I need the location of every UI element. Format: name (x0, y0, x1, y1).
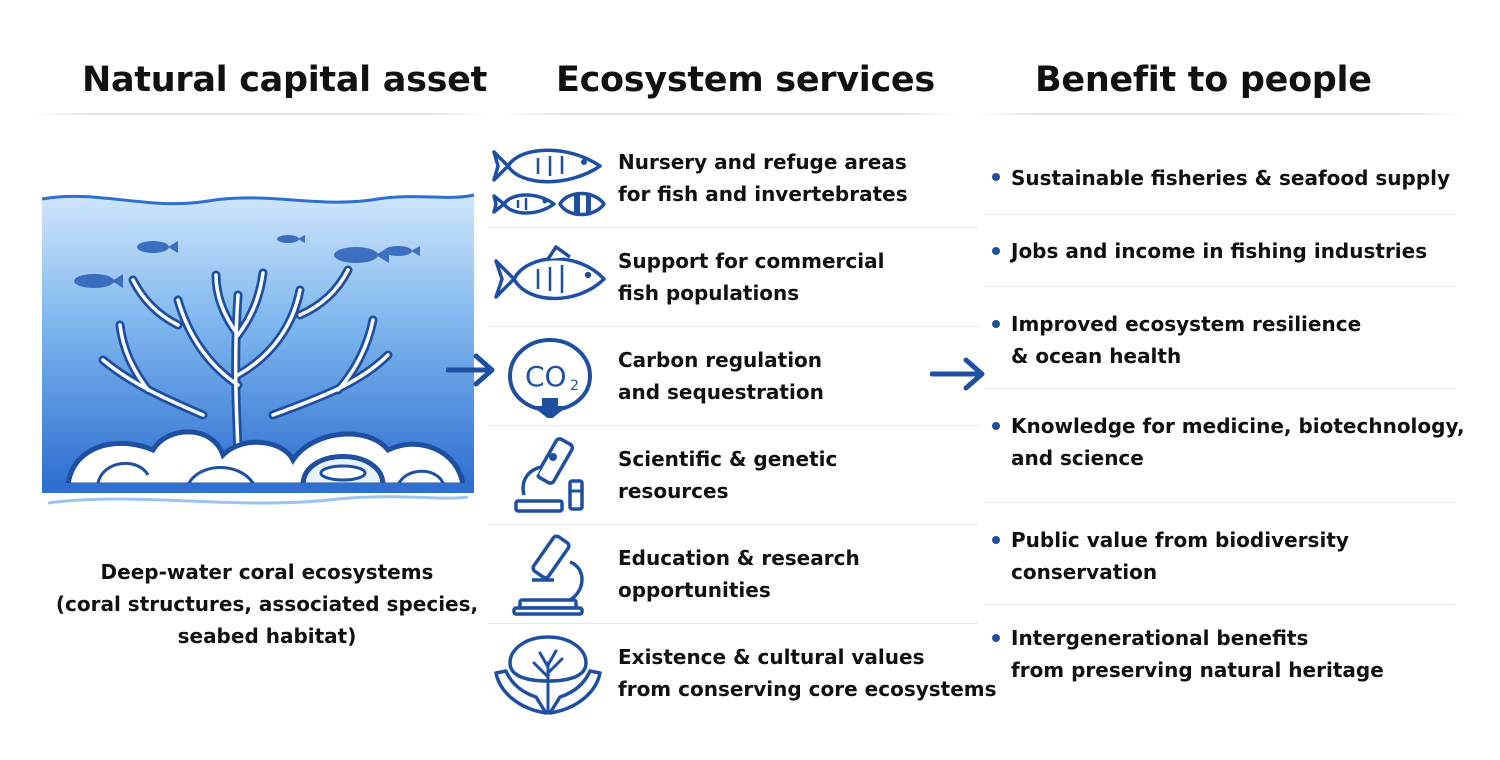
fish-icon (494, 245, 606, 301)
benefit-item: Public value from biodiversity conservat… (985, 502, 1475, 604)
service-text: Nursery and refuge areas for fish and in… (618, 146, 908, 210)
benefit-line: from preserving natural heritage (1011, 658, 1384, 682)
services-title-divider (500, 113, 960, 115)
service-line: Support for commercial (618, 248, 885, 273)
benefit-item: Intergenerational benefits from preservi… (985, 604, 1475, 704)
benefit-text: Public value from biodiversity conservat… (1011, 524, 1349, 588)
coral-reef-illustration (38, 185, 478, 525)
benefit-item: Improved ecosystem resilience & ocean he… (985, 286, 1475, 388)
service-text: Existence & cultural values from conserv… (618, 641, 997, 705)
service-line: from conserving core ecosystems (618, 676, 997, 701)
fish-group-icon (492, 148, 606, 217)
benefit-text: Jobs and income in fishing industries (1011, 235, 1427, 267)
arrow-right-icon (930, 357, 985, 391)
benefit-line: Public value from biodiversity (1011, 528, 1349, 552)
benefit-line: and science (1011, 446, 1144, 470)
services-list: Nursery and refuge areas for fish and in… (488, 128, 1008, 722)
asset-caption-line: seabed habitat) (177, 624, 357, 648)
benefits-column-title: Benefit to people (1035, 60, 1372, 100)
service-line: Education & research (618, 545, 860, 570)
benefit-item: Jobs and income in fishing industries (985, 214, 1475, 286)
benefit-item: Sustainable fisheries & seafood supply (985, 140, 1475, 214)
service-item: Support for commercial fish populations (488, 227, 1008, 326)
benefit-line: Improved ecosystem resilience (1011, 312, 1362, 336)
service-item: Existence & cultural values from conserv… (488, 623, 1008, 722)
benefit-line: Knowledge for medicine, biotechnology, (1011, 414, 1465, 438)
service-line: Nursery and refuge areas (618, 149, 907, 174)
asset-caption-line: Deep-water coral ecosystems (100, 560, 434, 584)
benefit-line: Sustainable fisheries & seafood supply (1011, 166, 1451, 190)
service-item: Nursery and refuge areas for fish and in… (488, 128, 1008, 227)
bullet-icon (992, 320, 1000, 328)
service-text: Education & research opportunities (618, 542, 860, 606)
service-item: Scientific & genetic resources (488, 425, 1008, 524)
benefit-line: Intergenerational benefits (1011, 626, 1309, 650)
service-text: Support for commercial fish populations (618, 245, 884, 309)
service-line: opportunities (618, 577, 771, 602)
benefit-line: conservation (1011, 560, 1158, 584)
asset-title-divider (30, 113, 490, 115)
bullet-icon (992, 173, 1000, 181)
service-text: Carbon regulation and sequestration (618, 344, 824, 408)
benefit-item: Knowledge for medicine, biotechnology, a… (985, 388, 1475, 502)
benefits-list: Sustainable fisheries & seafood supply J… (985, 140, 1475, 704)
benefit-text: Improved ecosystem resilience & ocean he… (1011, 308, 1361, 372)
benefit-line: & ocean health (1011, 344, 1182, 368)
service-item: Education & research opportunities (488, 524, 1008, 623)
asset-column-title: Natural capital asset (82, 60, 488, 100)
service-line: Scientific & genetic (618, 446, 838, 471)
microscope-icon (514, 437, 584, 513)
service-line: Existence & cultural values (618, 644, 925, 669)
benefit-text: Sustainable fisheries & seafood supply (1011, 162, 1450, 194)
services-column-title: Ecosystem services (556, 60, 935, 100)
service-line: fish populations (618, 280, 800, 305)
benefit-line: Jobs and income in fishing industries (1011, 239, 1428, 263)
asset-caption: Deep-water coral ecosystems (coral struc… (42, 556, 492, 652)
asset-caption-line: (coral structures, associated species, (55, 592, 479, 616)
co2-icon: CO 2 (507, 337, 593, 418)
bullet-icon (992, 422, 1000, 430)
service-line: resources (618, 478, 729, 503)
benefits-title-divider (975, 113, 1465, 115)
tree-in-hands-icon (494, 635, 602, 715)
bullet-icon (992, 536, 1000, 544)
co2-subscript: 2 (570, 378, 579, 394)
service-line: and sequestration (618, 379, 824, 404)
bullet-icon (992, 247, 1000, 255)
microscope-icon (512, 534, 584, 616)
service-item: CO 2 Carbon regulation and sequestration (488, 326, 1008, 425)
service-line: for fish and invertebrates (618, 181, 908, 206)
benefit-text: Intergenerational benefits from preservi… (1011, 622, 1384, 686)
co2-label: CO (525, 360, 567, 393)
arrow-right-icon (446, 353, 495, 387)
benefit-text: Knowledge for medicine, biotechnology, a… (1011, 410, 1465, 474)
service-line: Carbon regulation (618, 347, 823, 372)
bullet-icon (992, 634, 1000, 642)
service-text: Scientific & genetic resources (618, 443, 837, 507)
